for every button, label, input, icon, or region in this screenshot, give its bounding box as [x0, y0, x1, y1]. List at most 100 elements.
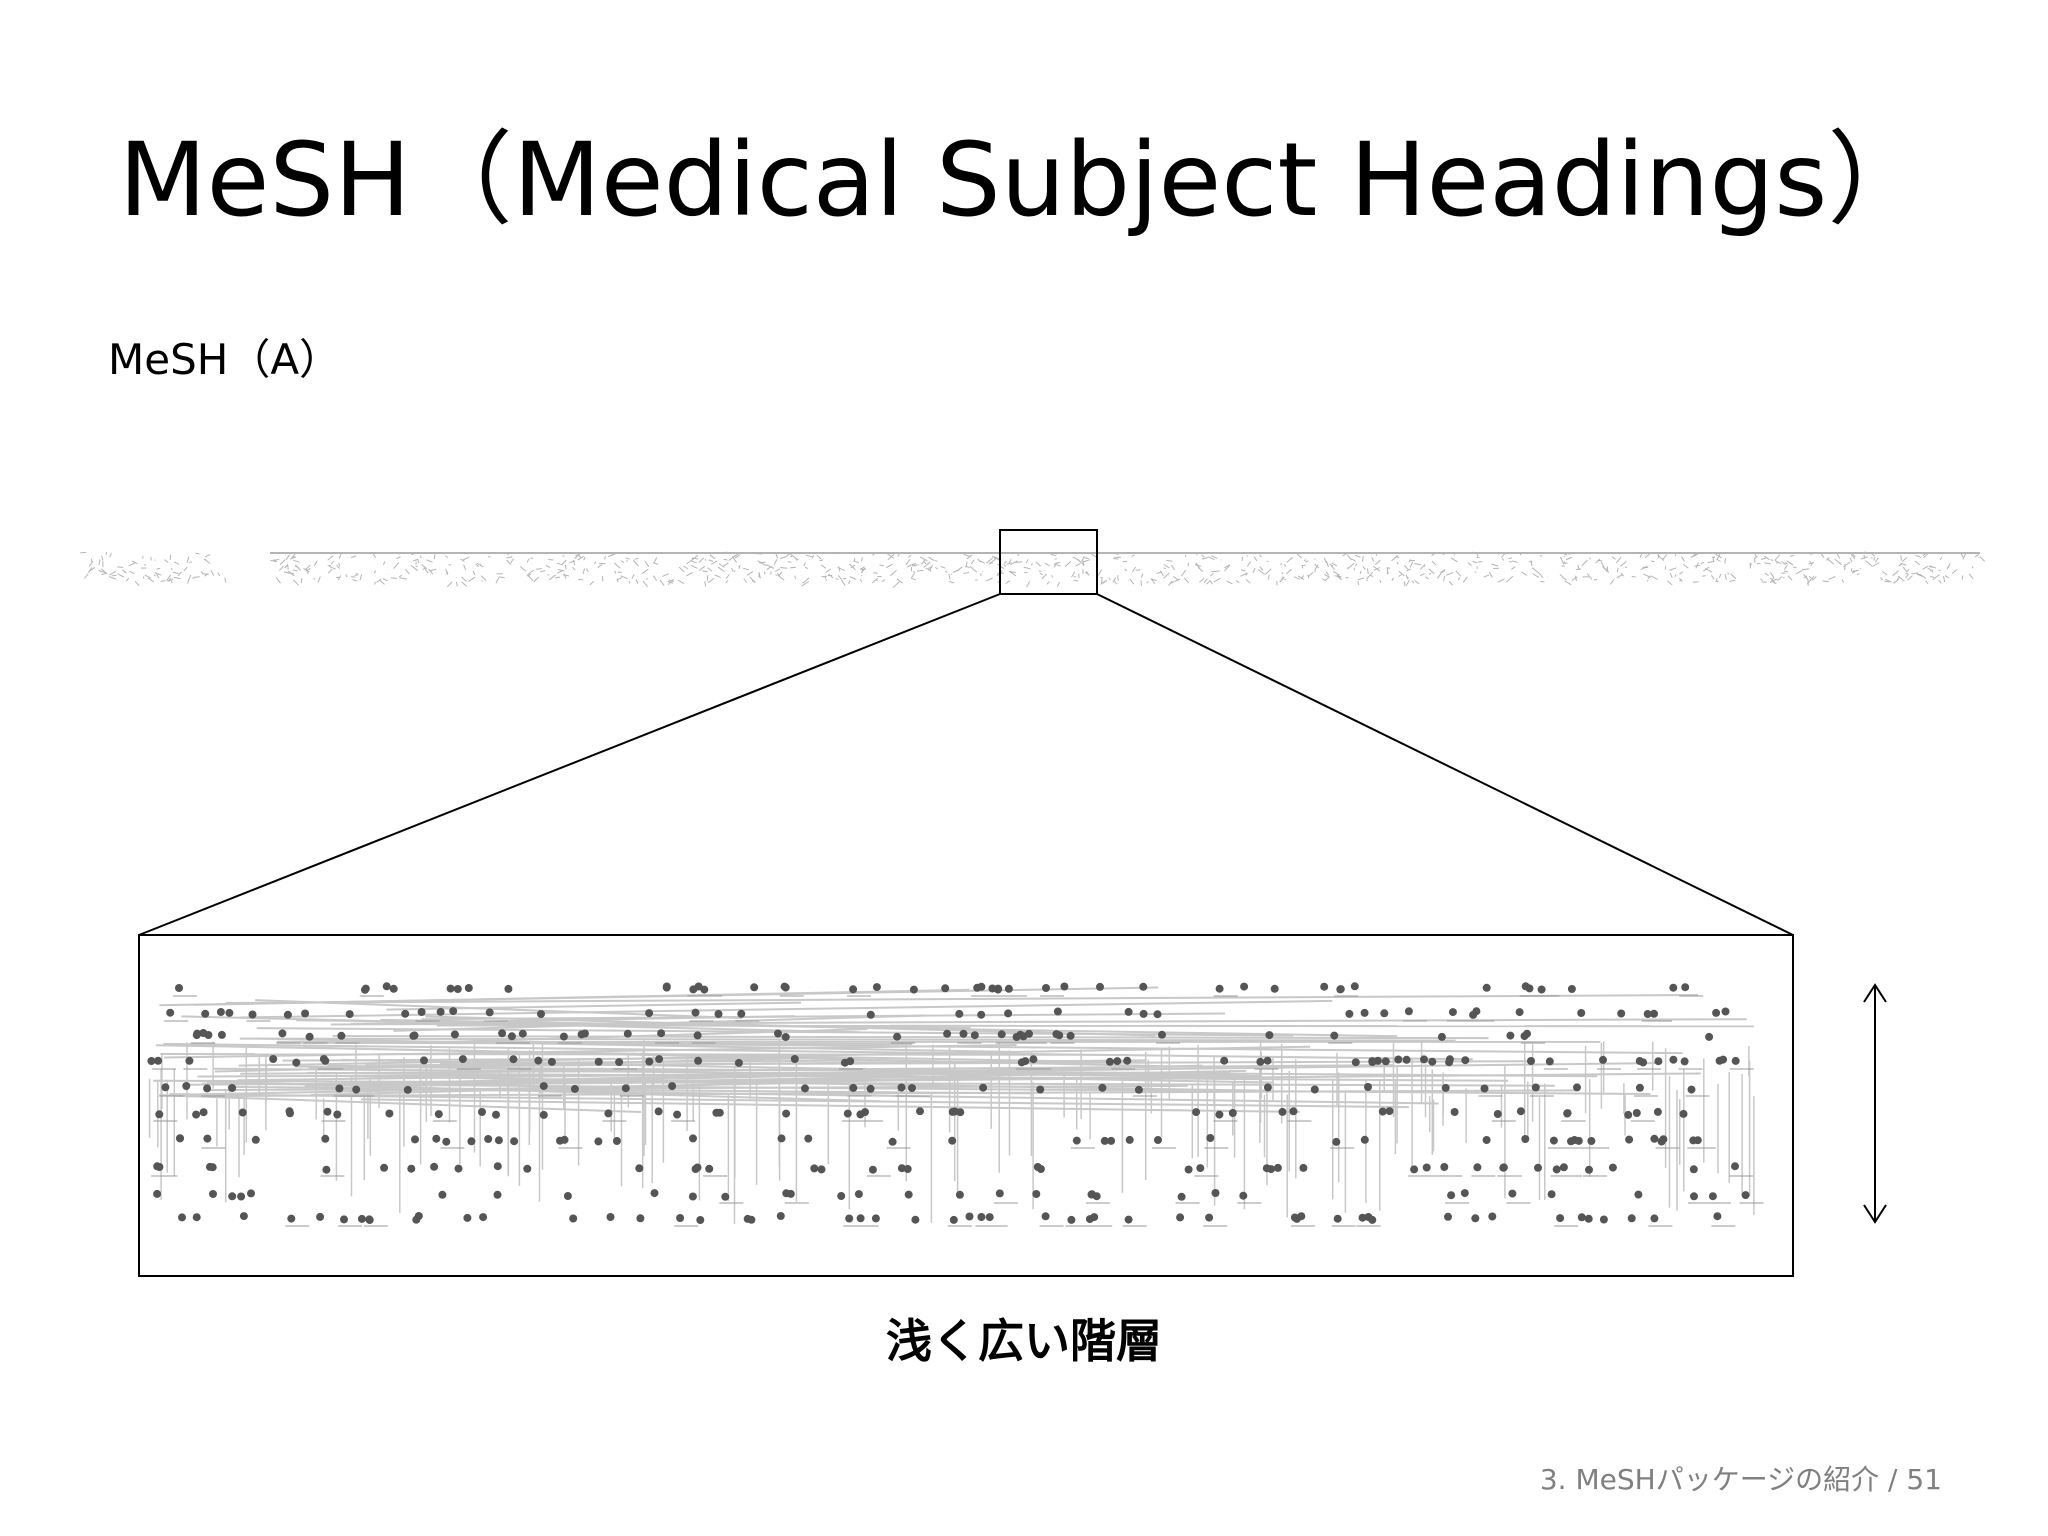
tree-node — [537, 1010, 545, 1018]
tree-node — [1358, 1213, 1367, 1222]
overview-mark — [775, 568, 781, 573]
overview-mark — [1259, 554, 1262, 558]
overview-mark — [759, 561, 766, 564]
overview-mark — [913, 570, 916, 574]
tree-node — [204, 1031, 213, 1039]
tree-node — [504, 984, 513, 993]
overview-mark — [1710, 575, 1715, 580]
tree-node — [1270, 984, 1279, 993]
overview-mark — [1664, 566, 1667, 570]
overview-mark — [1367, 571, 1373, 578]
tree-node — [1460, 1189, 1469, 1198]
overview-mark — [1575, 568, 1582, 571]
overview-mark — [711, 560, 718, 565]
overview-mark — [707, 577, 715, 584]
overview-mark — [1235, 580, 1240, 584]
overview-mark — [778, 571, 783, 577]
overview-mark — [1662, 554, 1668, 561]
tree-node — [650, 1189, 659, 1198]
tree-node — [239, 1212, 248, 1221]
tree-node — [955, 1009, 964, 1018]
overview-mark — [1616, 574, 1623, 578]
overview-mark — [1224, 564, 1231, 569]
overview-mark — [393, 562, 400, 569]
overview-mark — [1901, 557, 1908, 562]
tree-node — [1380, 1009, 1389, 1018]
tree-node — [790, 1055, 799, 1063]
overview-mark — [101, 572, 107, 576]
tree-node — [780, 982, 789, 991]
tree-node — [1042, 984, 1050, 992]
tree-node — [147, 1057, 156, 1065]
tree-node — [278, 1029, 287, 1038]
tree-node — [1154, 1136, 1162, 1144]
overview-mark — [1362, 565, 1366, 570]
overview-mark — [1325, 571, 1330, 576]
overview-mark — [746, 571, 754, 576]
overview-mark — [1616, 567, 1619, 573]
tree-node — [417, 1008, 426, 1016]
overview-mark — [575, 554, 580, 556]
tree-node — [1205, 1213, 1214, 1222]
tree-node — [237, 1192, 246, 1201]
overview-mark — [920, 556, 928, 562]
overview-mark — [1201, 554, 1205, 558]
overview-mark — [1562, 562, 1568, 565]
overview-mark — [892, 581, 900, 589]
overview-mark — [412, 558, 419, 562]
overview-mark — [837, 575, 843, 581]
overview-mark — [1849, 557, 1853, 563]
overview-mark — [144, 574, 151, 579]
tree-node — [909, 985, 918, 994]
overview-mark — [1770, 577, 1776, 583]
overview-mark — [1683, 564, 1689, 569]
overview-mark — [1398, 574, 1402, 577]
tree-edge — [282, 1056, 807, 1062]
tree-node — [1105, 1057, 1114, 1066]
overview-mark — [1386, 572, 1390, 575]
overview-mark — [1279, 562, 1283, 566]
tree-node — [693, 1031, 702, 1040]
overview-mark — [1974, 553, 1980, 558]
overview-mark — [101, 555, 104, 561]
tree-node — [594, 1057, 603, 1066]
overview-mark — [948, 580, 955, 584]
overview-mark — [345, 574, 348, 578]
overview-mark — [99, 570, 106, 573]
overview-mark — [934, 566, 938, 570]
tree-node — [866, 1084, 875, 1093]
tree-node — [199, 1108, 208, 1117]
tree-node — [228, 1192, 237, 1201]
overview-mark — [1131, 554, 1135, 557]
tree-node — [1669, 1055, 1678, 1064]
tree-node — [1657, 1137, 1666, 1146]
tree-node — [977, 1010, 986, 1019]
tree-node — [774, 1029, 782, 1038]
overview-mark — [1872, 562, 1880, 567]
tree-node — [217, 1030, 226, 1039]
tree-node — [382, 982, 391, 991]
tree-node — [1549, 1136, 1558, 1145]
overview-mark — [1532, 573, 1539, 578]
tree-node — [916, 1107, 924, 1116]
tree-node — [1206, 1134, 1215, 1142]
overview-mark — [1559, 574, 1567, 581]
tree-node — [1559, 1163, 1568, 1172]
tree-node — [612, 1137, 621, 1145]
tree-node — [995, 1189, 1004, 1198]
tree-node — [1239, 1191, 1248, 1200]
overview-mark — [1564, 555, 1566, 557]
overview-mark — [1370, 574, 1374, 578]
overview-mark — [1314, 564, 1319, 571]
tree-node — [1473, 1163, 1482, 1172]
overview-mark — [835, 578, 839, 580]
overview-mark — [533, 576, 540, 583]
overview-mark — [613, 562, 621, 569]
tree-node — [1521, 982, 1530, 991]
tree-node — [1587, 1137, 1596, 1145]
overview-mark — [1730, 573, 1737, 579]
overview-mark — [150, 556, 152, 561]
overview-mark — [1279, 576, 1284, 583]
tree-node — [1573, 1083, 1581, 1092]
tree-edge — [239, 1037, 1456, 1042]
